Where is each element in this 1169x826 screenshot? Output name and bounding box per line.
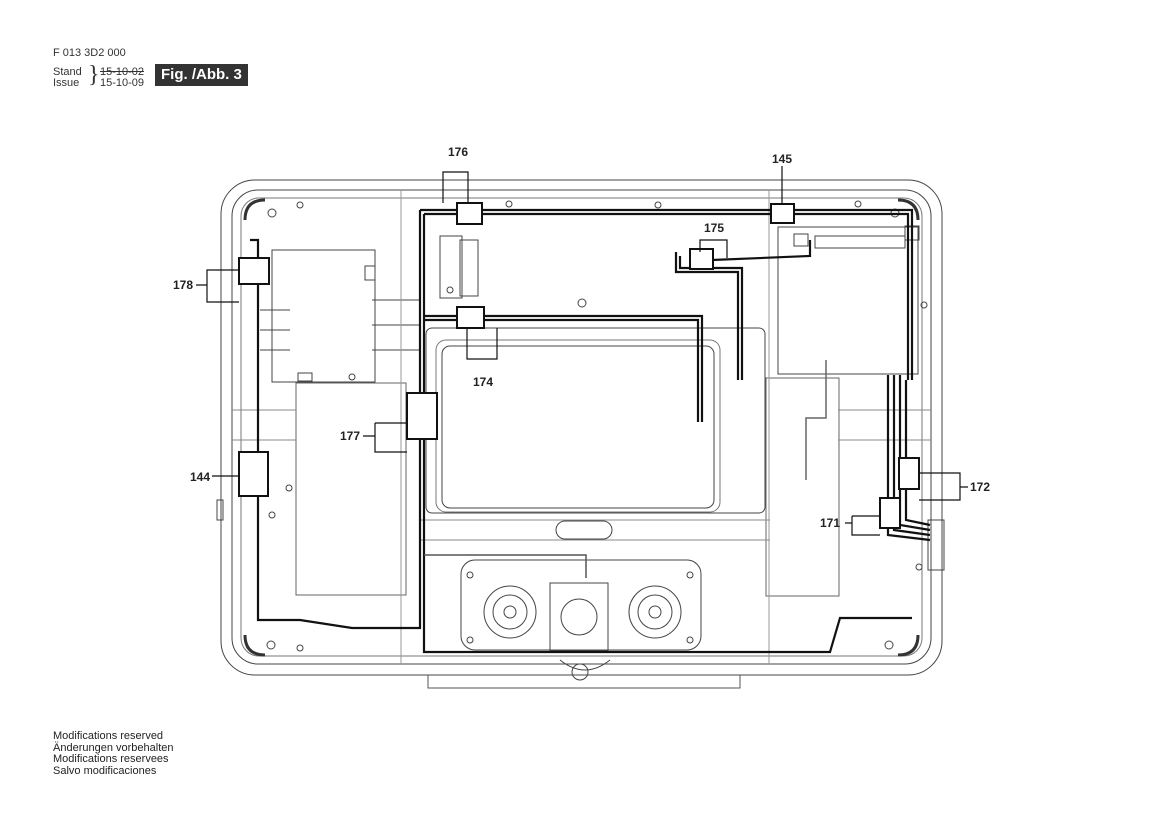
callout-174: 174	[473, 375, 493, 389]
connector-171	[879, 497, 901, 529]
wire-top-loop	[420, 208, 914, 380]
stand-date: 15-10-02	[100, 66, 145, 78]
figure-badge: Fig. /Abb. 3	[155, 64, 248, 86]
notice-line: Salvo modificaciones	[53, 764, 157, 777]
wire-center	[424, 314, 704, 422]
wire-right-bundle	[886, 375, 931, 542]
stand-label: Stand	[53, 66, 82, 78]
wire-175	[674, 252, 740, 380]
issue-label: Issue	[53, 77, 80, 89]
right-wheel	[628, 585, 682, 639]
connector-174	[456, 306, 485, 329]
callout-176: 176	[448, 145, 468, 159]
connector-178	[238, 257, 270, 285]
callout-145: 145	[772, 152, 792, 166]
callout-172: 172	[970, 480, 990, 494]
notice-line: Änderungen vorbehalten	[53, 741, 174, 754]
callout-178: 178	[173, 278, 193, 292]
connector-175	[689, 248, 714, 270]
modifications-notice: Modifications reserved Änderungen vorbeh…	[53, 730, 174, 777]
callout-144: 144	[190, 470, 210, 484]
brace-glyph: }	[88, 62, 100, 88]
left-board	[271, 249, 376, 383]
notice-line: Modifications reservees	[53, 753, 169, 765]
left-wheel	[483, 585, 537, 639]
callout-177: 177	[340, 429, 360, 443]
motor-plate	[460, 559, 702, 651]
connector-144	[238, 451, 269, 497]
wire-left-trunk	[250, 210, 422, 630]
part-number: F 013 3D2 000	[53, 47, 126, 59]
housing-inner	[231, 189, 932, 665]
connector-145	[770, 203, 795, 224]
connector-177	[406, 392, 438, 440]
right-board	[777, 226, 919, 375]
issue-date: 15-10-09	[100, 77, 145, 89]
connector-176	[456, 202, 483, 225]
callout-175: 175	[704, 221, 724, 235]
housing-outer	[220, 179, 943, 676]
motor-body	[549, 582, 609, 652]
connector-172	[898, 457, 920, 490]
callout-171: 171	[820, 516, 840, 530]
notice-line: Modifications reserved	[53, 730, 164, 742]
